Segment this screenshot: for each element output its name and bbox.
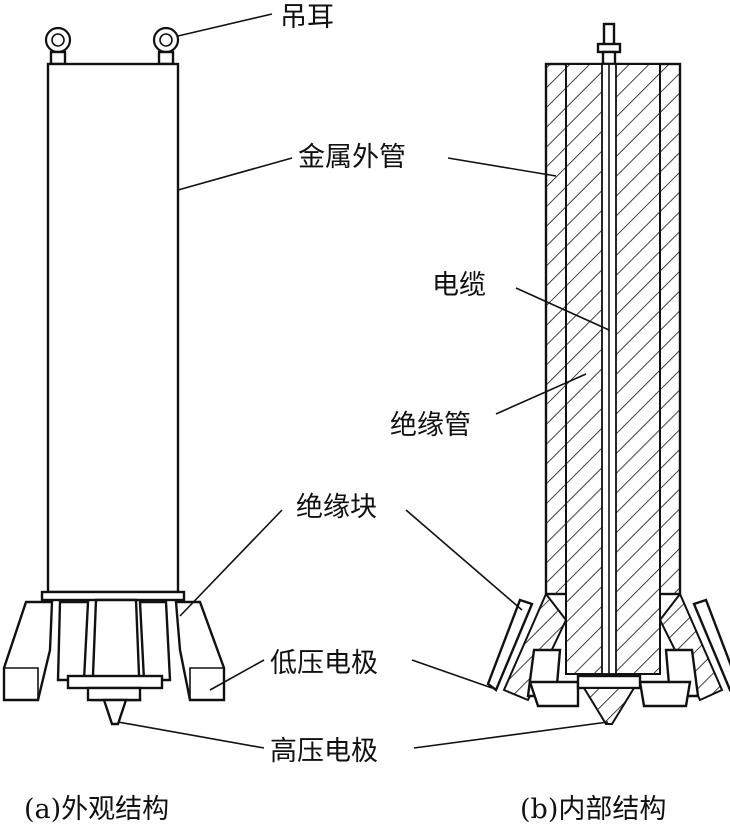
- label-insulating-block: 绝缘块: [296, 492, 377, 523]
- external-structure: [2, 26, 226, 726]
- leader-low-voltage-left: [209, 659, 265, 691]
- leader-insulating-block-left: [179, 509, 283, 617]
- label-cable: 电缆: [432, 270, 486, 301]
- label-metal-outer-tube: 金属外管: [298, 142, 406, 173]
- caption-internal-structure: (b)内部结构: [520, 794, 666, 825]
- label-high-voltage-electrode: 高压电极: [270, 736, 378, 767]
- high-voltage-electrode-tip: [102, 698, 128, 726]
- leader-cable: [515, 287, 610, 331]
- skirt-left: [486, 592, 568, 702]
- caption-external-structure: (a)外观结构: [24, 794, 169, 825]
- lifting-ear-left: [44, 26, 72, 66]
- low-voltage-electrode-fins: [2, 600, 226, 702]
- internal-structure: [486, 22, 730, 725]
- leader-low-voltage-right: [411, 659, 493, 689]
- lifting-ear-right: [152, 26, 180, 66]
- label-insulating-tube: 绝缘管: [390, 410, 471, 441]
- leader-lifting-ear: [177, 13, 273, 37]
- leader-high-voltage-left: [117, 721, 265, 749]
- leader-high-voltage-right: [413, 721, 609, 749]
- metal-outer-tube: [46, 62, 180, 594]
- leader-metal-tube-right: [447, 157, 557, 177]
- leader-metal-tube-left: [177, 157, 293, 191]
- insulating-block: [66, 598, 164, 702]
- leader-lines: [117, 13, 610, 749]
- high-voltage-electrode-cone: [582, 687, 636, 725]
- leader-insulating-block-right: [405, 509, 523, 611]
- top-terminal: [596, 22, 622, 66]
- label-low-voltage-electrode: 低压电极: [270, 648, 378, 679]
- leader-insulating-tube: [495, 373, 587, 415]
- label-lifting-ear: 吊耳: [280, 2, 334, 33]
